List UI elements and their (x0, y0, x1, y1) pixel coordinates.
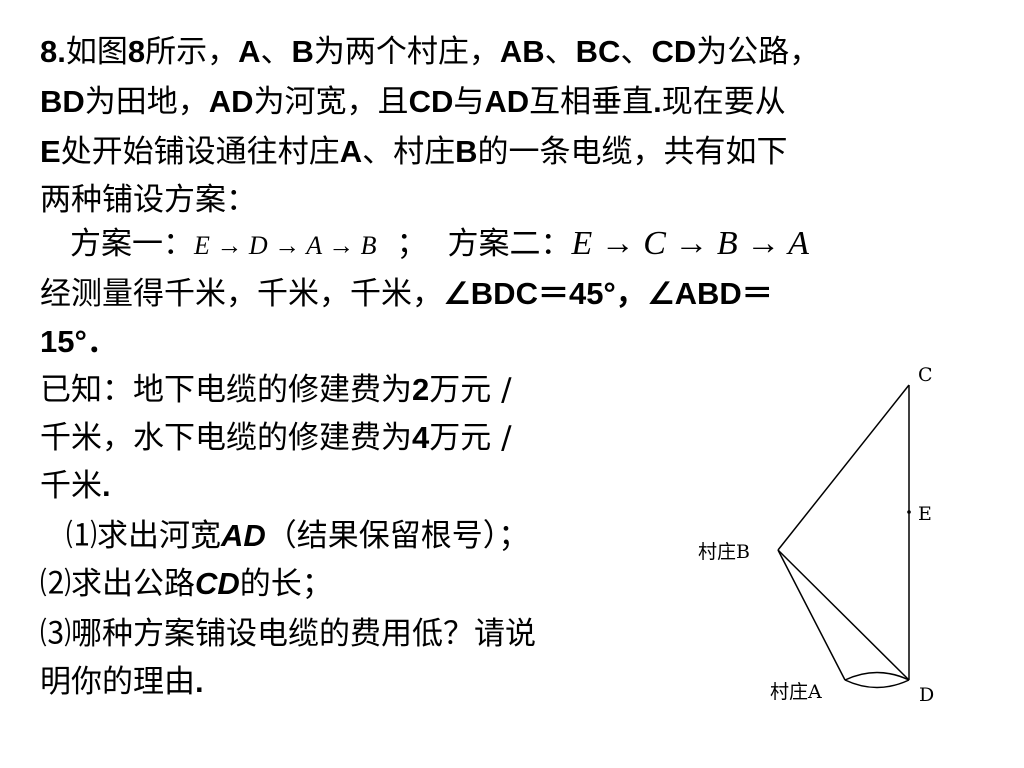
angle-values: ∠BDC＝45°，∠ABD＝ (443, 276, 773, 311)
plan-two-label: 方案二： (447, 226, 572, 262)
point-e-dot (907, 510, 911, 514)
problem-line-8: 已知：地下电缆的修建费为2万元 / (40, 372, 512, 408)
label-village-a: 村庄A (770, 681, 822, 703)
problem-line-6: 经测量得千米，千米，千米，∠BDC＝45°，∠ABD＝ (40, 276, 773, 312)
text: 经测量得千米，千米，千米， (40, 276, 443, 312)
segment-ad: AD (484, 84, 530, 119)
text: 、 (260, 34, 292, 70)
text: 所示， (145, 34, 239, 70)
segment-ab: AB (499, 34, 545, 69)
segment-cd: CD (651, 34, 697, 69)
problem-line-10: 千米. (40, 468, 111, 504)
segment-ad: AD (221, 518, 266, 553)
text: 与 (453, 84, 485, 120)
text: 千米，水下电缆的修建费为 (40, 420, 412, 456)
period: . (653, 84, 662, 119)
text: 、村庄 (362, 134, 456, 170)
point-a: A (238, 34, 261, 69)
text: 、 (620, 34, 652, 70)
segment-ab-line (777, 549, 846, 681)
text: ⑴求出河宽 (66, 518, 221, 554)
point-a: A (339, 134, 363, 169)
text: 现在要从 (661, 84, 786, 120)
question-3-cont: 明你的理由. (40, 664, 204, 700)
text: 处开始铺设通往村庄 (60, 134, 340, 170)
segment-cd: CD (408, 84, 454, 119)
angle-value: 15°． (40, 324, 118, 359)
segment-bc-line (777, 384, 910, 551)
segment-bd: BD (40, 84, 85, 119)
figure-number: 8 (127, 34, 146, 69)
text: 为田地， (84, 84, 209, 120)
point-e: E (40, 134, 61, 169)
river-top-arc (844, 671, 910, 681)
text: 为公路， (696, 34, 821, 70)
segment-ad: AD (208, 84, 254, 119)
question-1: ⑴求出河宽AD（结果保留根号）； (66, 518, 529, 554)
problem-number: 8. (40, 34, 66, 69)
plan-line: 方案一：E → D → A → B ； 方案二：E → C → B → A (70, 226, 809, 264)
text: 千米 (40, 468, 102, 504)
question-2: ⑵求出公路CD的长； (40, 566, 333, 602)
text: 明你的理由 (40, 664, 195, 700)
text: 互相垂直 (529, 84, 654, 120)
text: （结果保留根号）； (265, 518, 530, 554)
question-3: ⑶哪种方案铺设电缆的费用低？请说 (40, 616, 536, 652)
text: ⑵求出公路 (40, 566, 195, 602)
text: 两种铺设方案： (40, 182, 257, 218)
text: 的长； (239, 566, 333, 602)
semicolon: ； (396, 226, 428, 262)
problem-line-7: 15°． (40, 324, 118, 360)
text: 、 (544, 34, 576, 70)
text: 已知：地下电缆的修建费为 (40, 372, 412, 408)
text: 为两个村庄， (313, 34, 500, 70)
figure-lines (777, 384, 910, 689)
plan-two-route: E → C → B → A (571, 225, 809, 262)
text: ⑶哪种方案铺设电缆的费用低？请说 (40, 616, 536, 652)
segment-cd: CD (195, 566, 240, 601)
label-e: E (918, 503, 932, 525)
point-b: B (291, 34, 314, 69)
problem-line-4: 两种铺设方案： (40, 182, 257, 218)
label-d: D (919, 684, 934, 706)
plan-one-route: E → D → A → B (194, 231, 377, 260)
problem-line-3: E处开始铺设通往村庄A、村庄B的一条电缆，共有如下 (40, 134, 787, 170)
period: . (102, 468, 111, 503)
geometry-figure: C E 村庄B 村庄A D (698, 364, 934, 706)
label-village-b: 村庄B (698, 541, 750, 563)
segment-bc: BC (575, 34, 621, 69)
text: 的一条电缆，共有如下 (477, 134, 788, 170)
point-b: B (455, 134, 478, 169)
problem-line-2: BD为田地，AD为河宽，且CD与AD互相垂直.现在要从 (40, 84, 786, 120)
cost-ground: 2 (412, 372, 430, 407)
text: 万元 / (429, 420, 512, 456)
text: 为河宽，且 (253, 84, 409, 120)
plan-one-label: 方案一： (70, 226, 194, 262)
label-c: C (918, 364, 933, 386)
text: 如图 (65, 34, 128, 70)
segment-bd-line (777, 549, 910, 681)
problem-line-1: 8.如图8所示，A、B为两个村庄，AB、BC、CD为公路， (40, 34, 820, 70)
text: 万元 / (429, 372, 512, 408)
cost-water: 4 (412, 420, 430, 455)
problem-line-9: 千米，水下电缆的修建费为4万元 / (40, 420, 512, 456)
period: . (195, 664, 204, 699)
river-bottom-arc (844, 679, 910, 689)
